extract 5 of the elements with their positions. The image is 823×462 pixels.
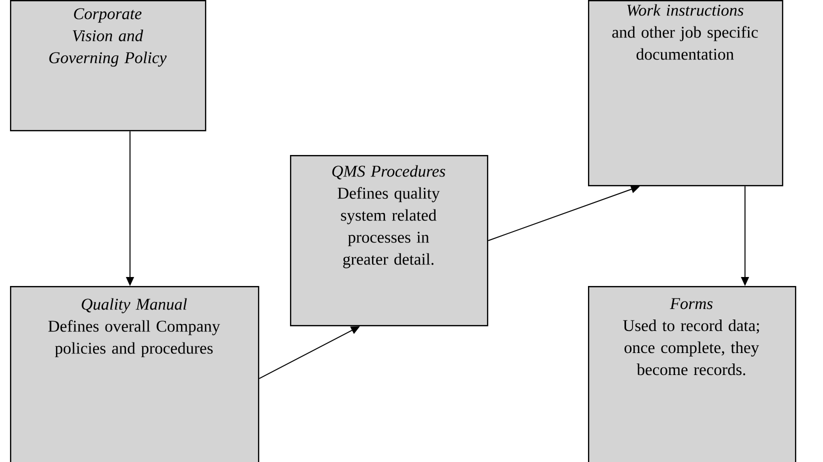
process-box: Forms Used to record data; once complete, they become records. <box>588 286 796 462</box>
process-box: Work instructions and other job specific documentation <box>588 0 784 186</box>
process-box: Quality Manual Defines overall Company policies and procedures <box>10 286 260 462</box>
process-box: Corporate Vision and Governing Policy <box>10 0 206 132</box>
process-box: QMS Procedures Defines quality system related processes in greater detail. <box>290 155 488 326</box>
